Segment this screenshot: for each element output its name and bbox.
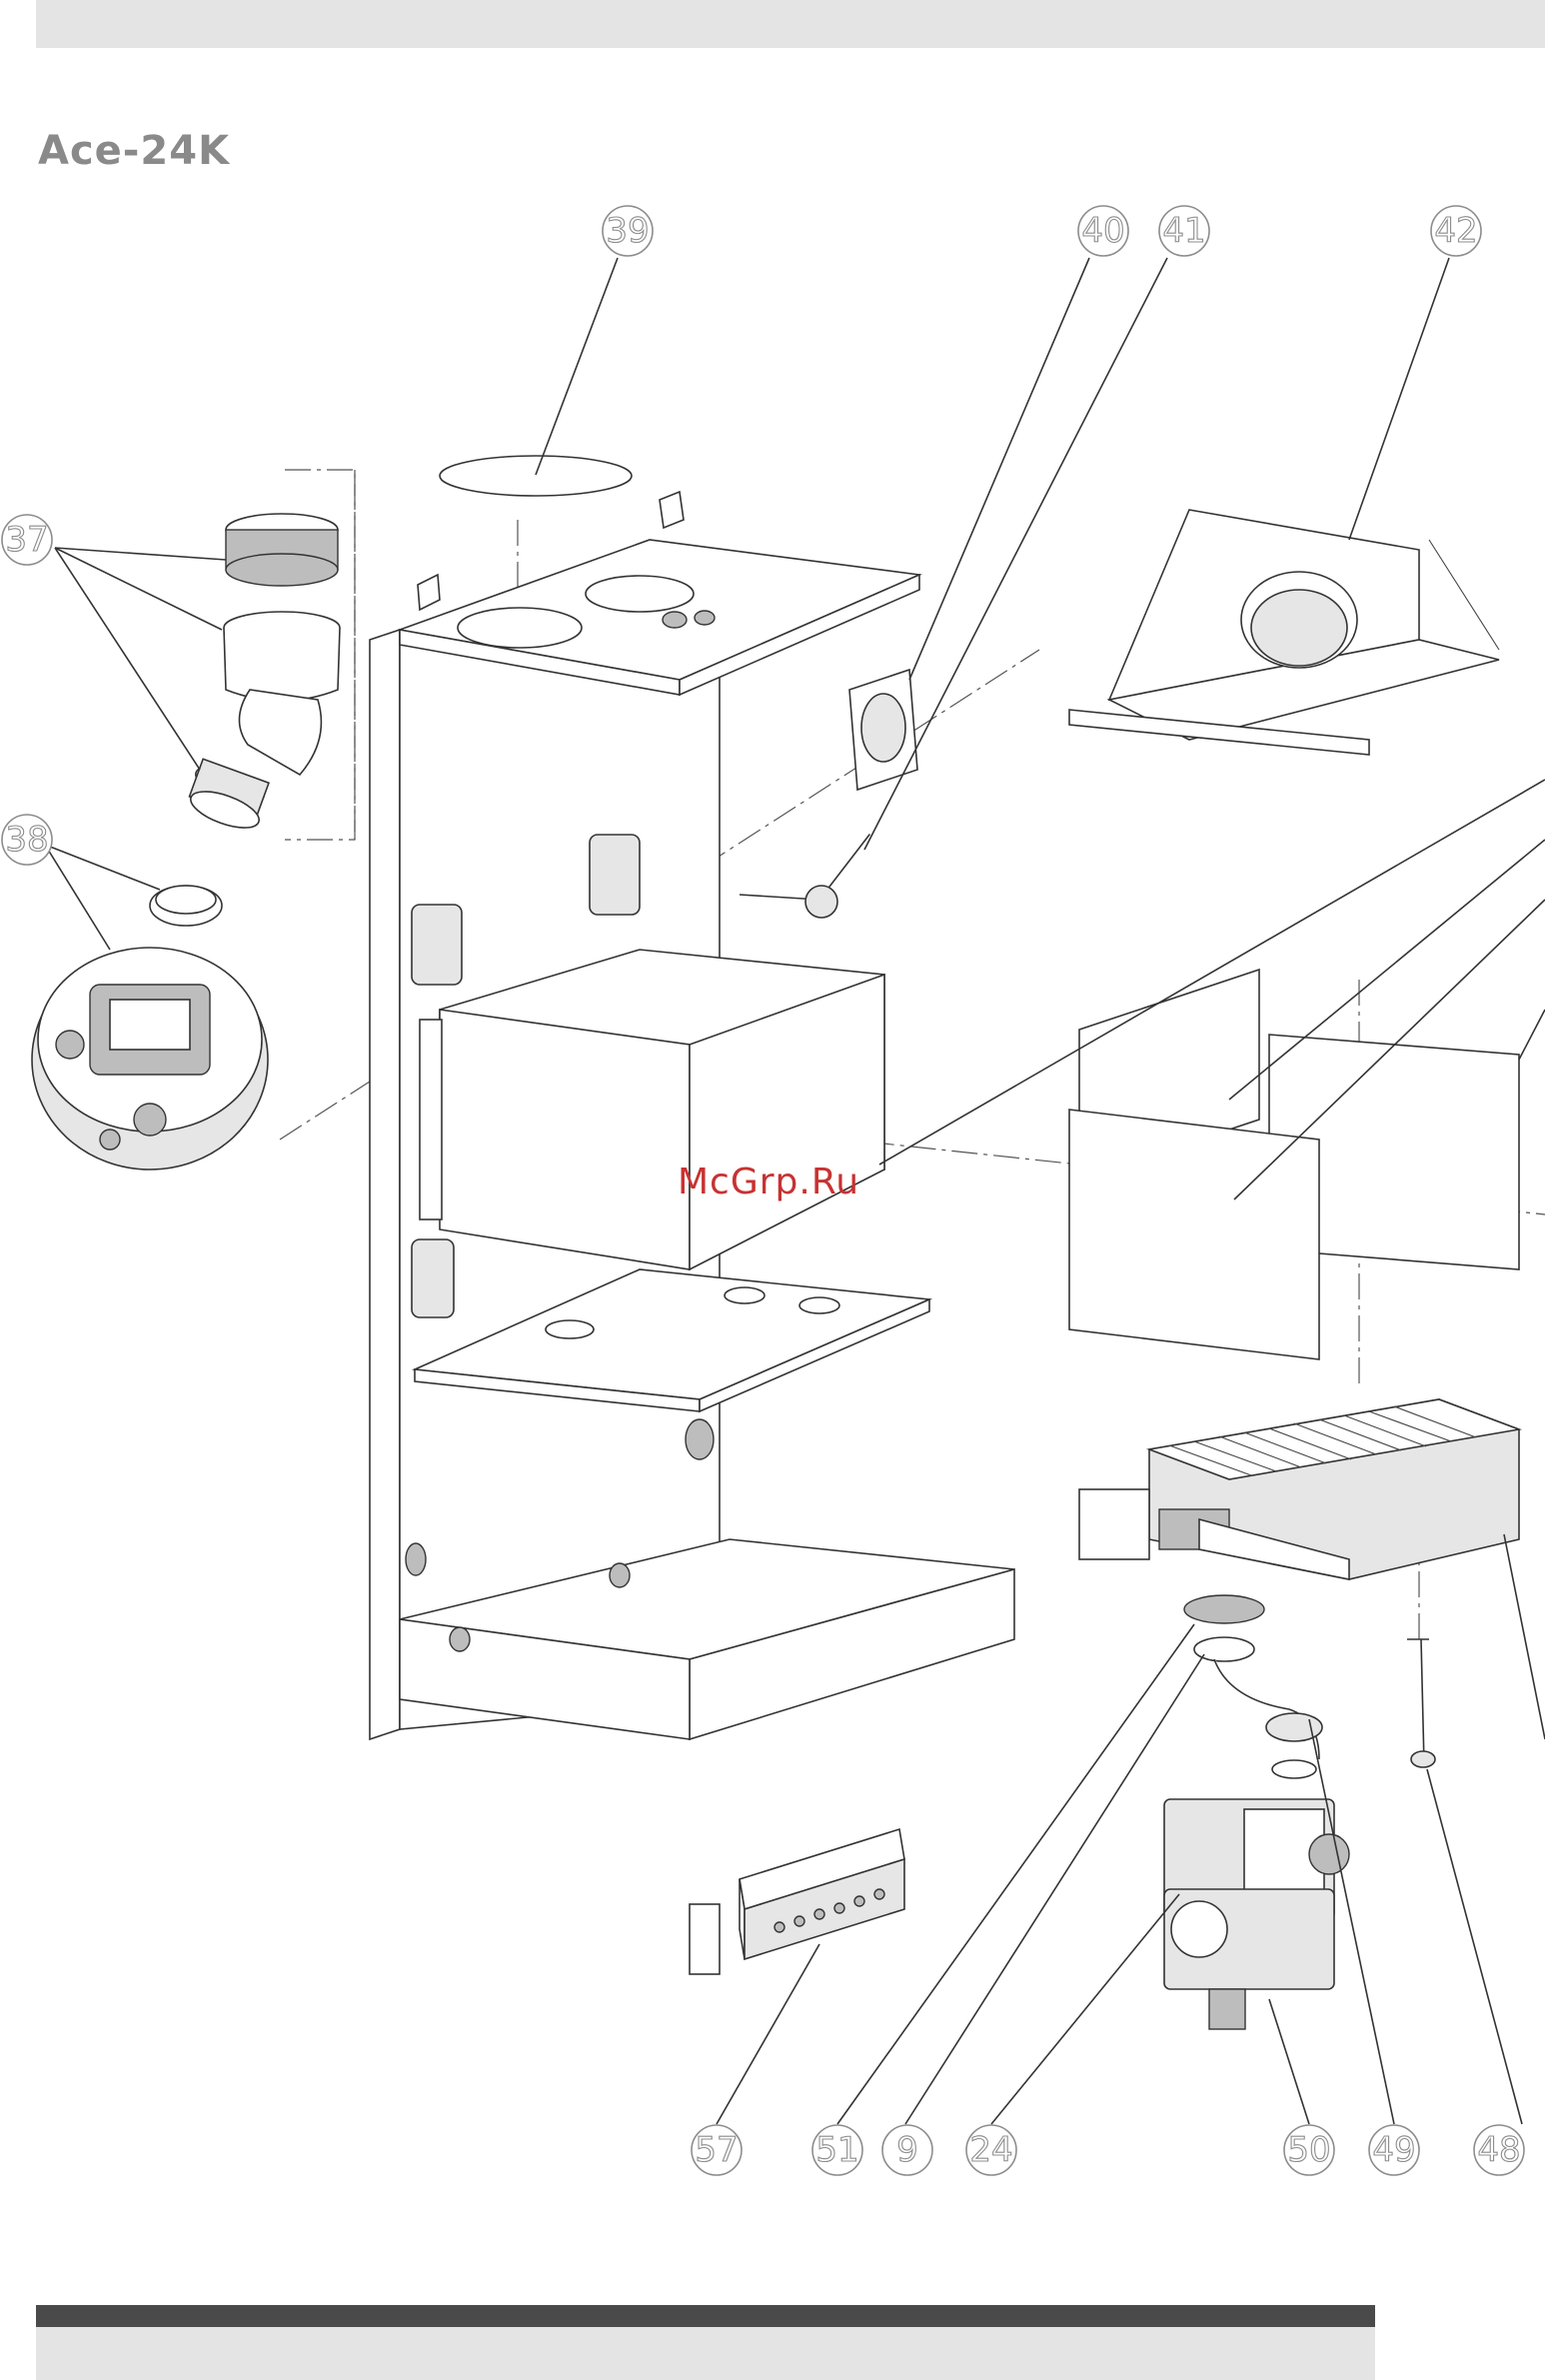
svg-text:40: 40	[1081, 211, 1124, 251]
svg-text:41: 41	[1162, 211, 1205, 251]
boiler-chassis	[370, 492, 1014, 1739]
svg-text:49: 49	[1372, 2130, 1415, 2170]
flue-gasket	[440, 456, 632, 496]
callout-40: 40	[1078, 206, 1128, 256]
flue-hood-plate	[1069, 510, 1499, 755]
callout-48: 48	[1474, 2125, 1524, 2175]
callout-57: 57	[692, 2125, 742, 2175]
callout-9: 9	[882, 2125, 932, 2175]
insulation-panels	[1069, 970, 1519, 1359]
watermark-text: McGrp.Ru	[678, 1162, 859, 1202]
svg-text:9: 9	[896, 2130, 918, 2170]
footer-bar-dark	[36, 2305, 1375, 2327]
fan-assembly	[32, 886, 268, 1170]
callout-24: 24	[966, 2125, 1016, 2175]
svg-text:57: 57	[695, 2130, 738, 2170]
svg-text:38: 38	[5, 820, 48, 860]
callout-51: 51	[812, 2125, 862, 2175]
sight-glass-and-pin	[740, 670, 917, 918]
footer-bar-light	[36, 2327, 1375, 2380]
gas-valve-assembly	[1164, 1595, 1349, 2029]
gas-manifold	[690, 1829, 904, 1974]
svg-text:51: 51	[815, 2130, 858, 2170]
svg-text:48: 48	[1477, 2130, 1520, 2170]
svg-text:37: 37	[5, 520, 48, 560]
callout-37: 37	[2, 515, 52, 565]
callout-39: 39	[603, 206, 653, 256]
svg-text:50: 50	[1287, 2130, 1330, 2170]
svg-text:39: 39	[606, 211, 649, 251]
callout-41: 41	[1159, 206, 1209, 256]
svg-text:42: 42	[1434, 211, 1477, 251]
callout-38: 38	[2, 815, 52, 865]
svg-text:24: 24	[969, 2130, 1012, 2170]
flue-adaptor-assembly	[186, 470, 355, 840]
ignition-electrode	[1407, 1639, 1435, 1767]
callout-49: 49	[1369, 2125, 1419, 2175]
callout-42: 42	[1431, 206, 1481, 256]
callout-50: 50	[1284, 2125, 1334, 2175]
burner-assembly	[1079, 1399, 1519, 1579]
